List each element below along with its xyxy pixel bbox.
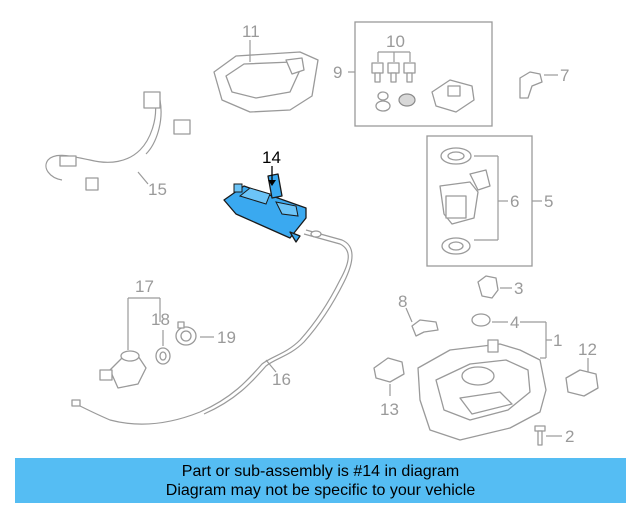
part-group-9[interactable] bbox=[348, 21, 493, 127]
callout-9: 9 bbox=[333, 63, 342, 82]
callout-7: 7 bbox=[560, 66, 569, 85]
part-4-ring[interactable] bbox=[471, 313, 508, 327]
callout-15: 15 bbox=[148, 180, 167, 199]
part-2-bolt[interactable] bbox=[534, 425, 562, 446]
callout-11: 11 bbox=[242, 22, 260, 41]
banner-line-2: Diagram may not be specific to your vehi… bbox=[165, 481, 476, 499]
part-1-tank[interactable] bbox=[417, 321, 552, 441]
callout-6: 6 bbox=[510, 192, 519, 211]
callout-13: 13 bbox=[380, 400, 399, 419]
callout-5: 5 bbox=[544, 192, 553, 211]
callout-4: 4 bbox=[510, 313, 519, 332]
part-17-valve[interactable] bbox=[99, 297, 161, 389]
part-group-5[interactable] bbox=[426, 135, 542, 267]
part-14-bracket[interactable] bbox=[223, 166, 307, 243]
banner-line-1: Part or sub-assembly is #14 in diagram bbox=[181, 462, 460, 480]
callout-12: 12 bbox=[578, 340, 597, 359]
callout-19: 19 bbox=[217, 328, 236, 347]
callout-10: 10 bbox=[386, 32, 405, 51]
part-11-cover[interactable] bbox=[213, 40, 319, 113]
part-12-sensor[interactable] bbox=[565, 358, 599, 397]
parts-diagram: 11 10 9 7 15 bbox=[45, 21, 599, 446]
callout-16: 16 bbox=[272, 370, 291, 389]
part-15-harness[interactable] bbox=[45, 91, 191, 191]
part-8-clip[interactable] bbox=[405, 307, 439, 337]
callout-18: 18 bbox=[151, 310, 170, 329]
callout-14: 14 bbox=[262, 148, 281, 167]
callout-3: 3 bbox=[514, 279, 523, 298]
part-19-clamp[interactable] bbox=[175, 321, 214, 346]
callout-1: 1 bbox=[553, 331, 562, 350]
callout-8: 8 bbox=[398, 292, 407, 311]
part-3-cap[interactable] bbox=[477, 275, 512, 299]
info-banner: Part or sub-assembly is #14 in diagram D… bbox=[15, 458, 626, 503]
part-18-seal[interactable] bbox=[155, 330, 171, 365]
callout-2: 2 bbox=[565, 427, 574, 446]
part-13-module[interactable] bbox=[373, 357, 405, 396]
callout-17: 17 bbox=[135, 277, 154, 296]
part-7-connector[interactable] bbox=[519, 71, 558, 99]
part-16-line[interactable] bbox=[71, 229, 353, 425]
